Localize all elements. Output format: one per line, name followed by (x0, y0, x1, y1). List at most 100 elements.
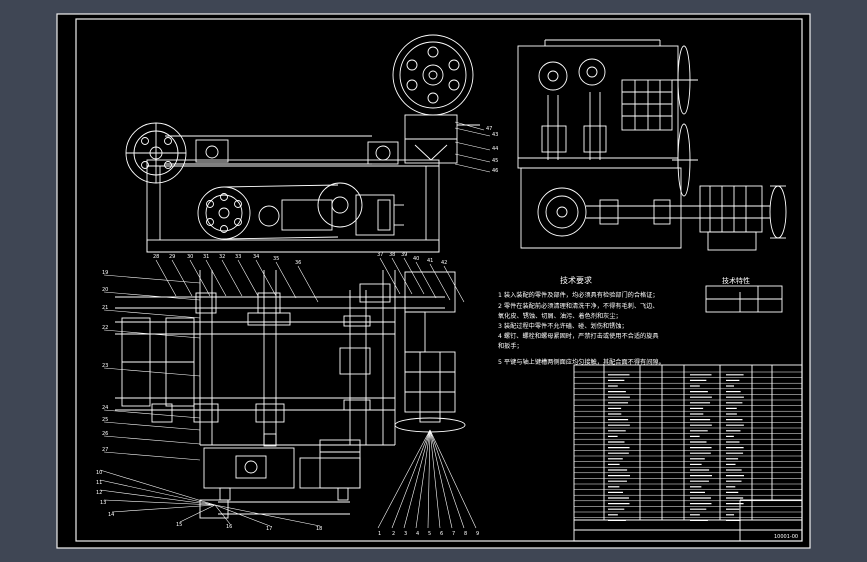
callout-leader (189, 259, 211, 297)
callout-number: 22 (102, 325, 108, 331)
callout-number: 17 (266, 526, 272, 532)
callout-number: 6 (440, 531, 443, 537)
callout-leader (429, 429, 477, 529)
callout-number: 10 (96, 470, 102, 476)
callout-number: 35 (273, 256, 279, 262)
callout-leader (103, 435, 201, 445)
spec-title: 技术特性 (722, 276, 750, 285)
callout-leader (214, 504, 231, 525)
callout-leader (454, 163, 491, 173)
callout-leader (205, 259, 227, 297)
notes-line-7: 5 平键与轴上键槽两侧面应均匀接触，其配合面不得有间隙。 (498, 358, 665, 366)
callout-number: 11 (96, 480, 102, 486)
callout-leader (155, 259, 177, 297)
callout-number: 25 (102, 417, 108, 423)
callout-leader (297, 265, 319, 303)
callout-number: 20 (102, 287, 108, 293)
callout-leader (103, 451, 201, 461)
callout-leader (454, 153, 491, 163)
callout-number: 44 (492, 146, 498, 152)
callout-number: 47 (486, 126, 492, 132)
callout-number: 28 (153, 254, 159, 260)
callout-number: 43 (492, 132, 498, 138)
callout-leader (103, 329, 201, 339)
callout-number: 23 (102, 363, 108, 369)
callout-number: 27 (102, 447, 108, 453)
callout-leader (179, 504, 216, 523)
callout-number: 42 (441, 260, 447, 266)
notes-line-1: 1 装入装配的零件及部件，均必须具有检验部门的合格证； (498, 291, 659, 299)
callout-number: 38 (389, 252, 395, 258)
callout-leader (221, 259, 243, 297)
callout-number: 9 (476, 531, 479, 537)
callout-number: 24 (102, 405, 108, 411)
callout-leader (99, 479, 216, 506)
callout-number: 30 (187, 254, 193, 260)
notes-line-6: 和扳手； (498, 342, 523, 350)
callout-number: 39 (401, 252, 407, 258)
callout-number: 5 (428, 531, 431, 537)
technical-notes: 技术要求 1 装入装配的零件及部件，均必须具有检验部门的合格证； 2 零件在装配… (498, 275, 665, 366)
callout-number: 4 (416, 531, 419, 537)
callout-leader (403, 429, 431, 529)
callout-number: 41 (427, 258, 433, 264)
callout-leader (429, 429, 441, 529)
callout-leader (454, 141, 491, 151)
callout-leader (171, 259, 193, 297)
callout-leader (403, 257, 425, 295)
callout-leader (103, 421, 201, 431)
callout-number: 29 (169, 254, 175, 260)
callout-leader (391, 429, 431, 529)
callout-leader (111, 504, 216, 513)
callout-number: 2 (392, 531, 395, 537)
callout-leader (429, 429, 453, 529)
callout-leader (379, 257, 401, 295)
callout-leader (214, 504, 271, 527)
callout-leader (377, 429, 431, 529)
callout-leader (103, 499, 216, 506)
callout-number: 13 (100, 500, 106, 506)
callout-number: 33 (235, 254, 241, 260)
callout-number: 31 (203, 254, 209, 260)
callout-number: 15 (176, 522, 182, 528)
callout-leader (237, 259, 259, 297)
callout-number: 7 (452, 531, 455, 537)
callout-leader (103, 309, 201, 319)
callout-number: 34 (253, 254, 259, 260)
callout-leader (429, 263, 451, 301)
callout-number: 40 (413, 256, 419, 262)
callout-leader (454, 127, 491, 137)
notes-line-2: 2 零件在装配前必须清理和清洗干净，不得有毛刺、飞边、 (498, 302, 659, 310)
side-view (517, 39, 787, 251)
callout-number: 14 (108, 512, 114, 518)
callout-leader (415, 261, 437, 299)
callout-number: 18 (316, 526, 322, 532)
notes-line-4: 3 装配过程中零件不允许磕、碰、划伤和锈蚀； (498, 322, 628, 330)
callout-leader (103, 367, 201, 377)
callout-leader (443, 265, 465, 303)
top-view (115, 270, 466, 519)
callout-number: 37 (377, 252, 383, 258)
callout-leader (429, 429, 465, 529)
callout-leader (275, 261, 297, 299)
callout-number: 19 (102, 270, 108, 276)
callout-number: 3 (404, 531, 407, 537)
callout-number: 16 (226, 524, 232, 530)
callout-leader (427, 429, 431, 529)
drawing-sheet (56, 13, 811, 549)
callout-leader (391, 257, 413, 295)
callout-leader (103, 409, 201, 419)
callout-number: 8 (464, 531, 467, 537)
callout-number: 32 (219, 254, 225, 260)
callout-leader (99, 469, 216, 506)
callout-number: 45 (492, 158, 498, 164)
callout-leader (454, 121, 485, 131)
callout-number: 21 (102, 305, 108, 311)
callout-number: 36 (295, 260, 301, 266)
front-view (125, 34, 480, 253)
callout-leader (103, 291, 201, 301)
callout-number: 12 (96, 490, 102, 496)
notes-line-3: 氧化皮、锈蚀、切屑、油污、着色剂和灰尘； (498, 312, 622, 320)
